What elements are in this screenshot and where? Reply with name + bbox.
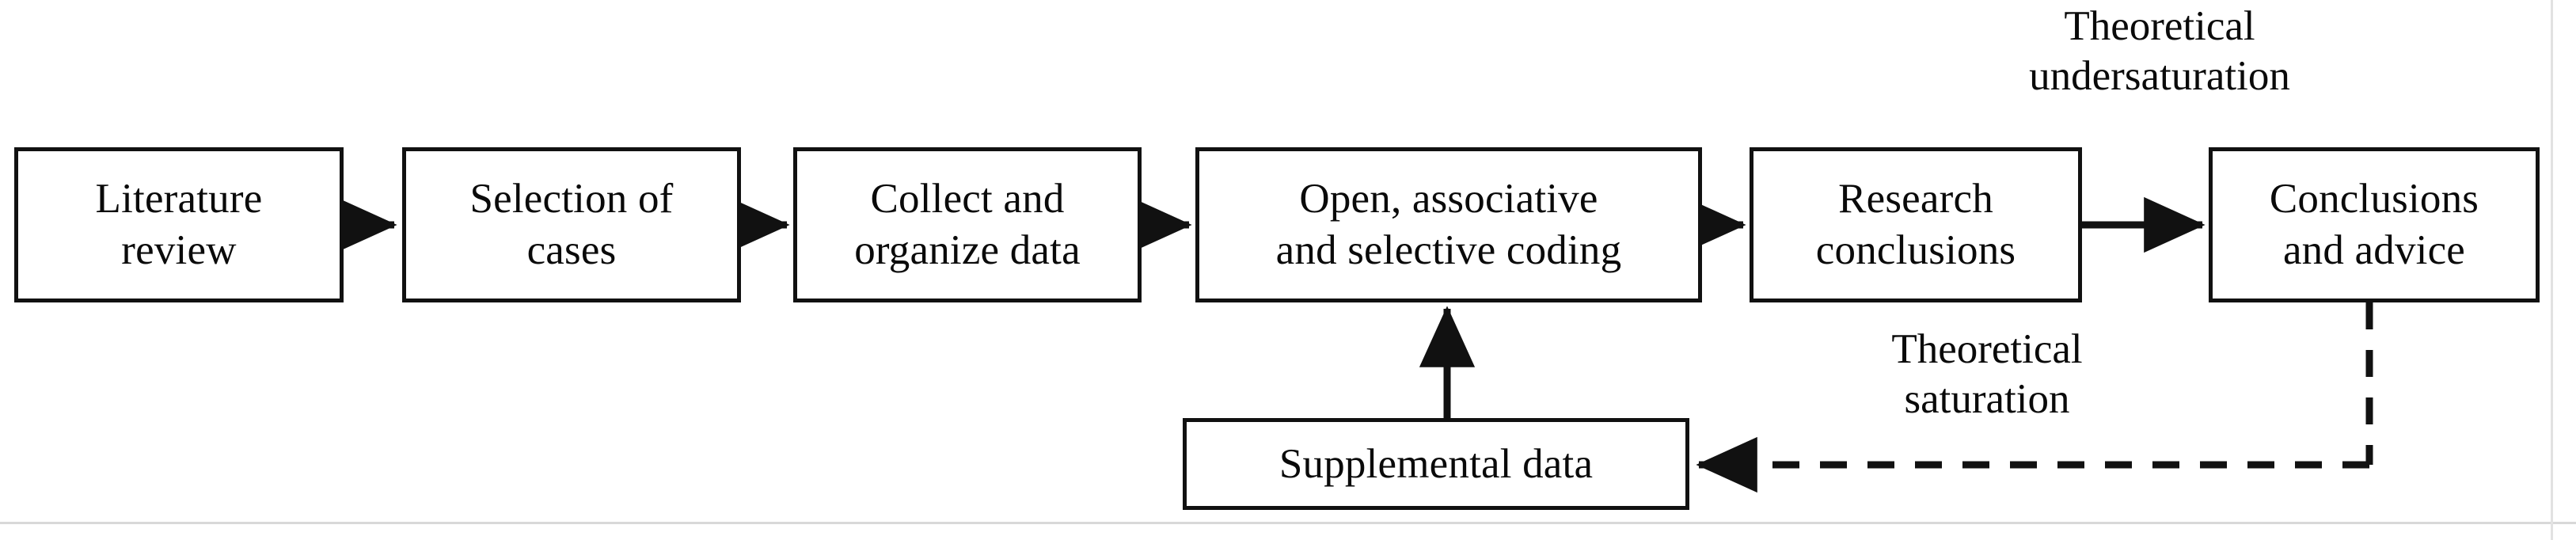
node-label: Literature review xyxy=(95,176,263,273)
node-label: Conclusions and advice xyxy=(2269,176,2479,273)
edge-label-theoretical-saturation: Theoretical saturation xyxy=(1891,326,2083,422)
node-research-conclusions[interactable]: Research conclusions xyxy=(1750,147,2082,302)
node-label: Collect and organize data xyxy=(854,176,1081,273)
node-collect-and-organize-data[interactable]: Collect and organize data xyxy=(793,147,1142,302)
node-selection-of-cases[interactable]: Selection of cases xyxy=(402,147,741,302)
node-label: Supplemental data xyxy=(1279,440,1594,487)
page-bottom-rule xyxy=(0,522,2576,524)
page-right-rule xyxy=(2551,0,2553,540)
node-label: Research conclusions xyxy=(1815,176,2016,273)
node-literature-review[interactable]: Literature review xyxy=(14,147,344,302)
node-label: Selection of cases xyxy=(469,176,674,273)
node-supplemental-data[interactable]: Supplemental data xyxy=(1183,418,1689,510)
edge-label-theoretical-undersaturation: Theoretical undersaturation xyxy=(2029,3,2290,99)
node-conclusions-and-advice[interactable]: Conclusions and advice xyxy=(2209,147,2540,302)
node-open-associative-selective-coding[interactable]: Open, associative and selective coding xyxy=(1195,147,1702,302)
node-label: Open, associative and selective coding xyxy=(1275,176,1622,273)
